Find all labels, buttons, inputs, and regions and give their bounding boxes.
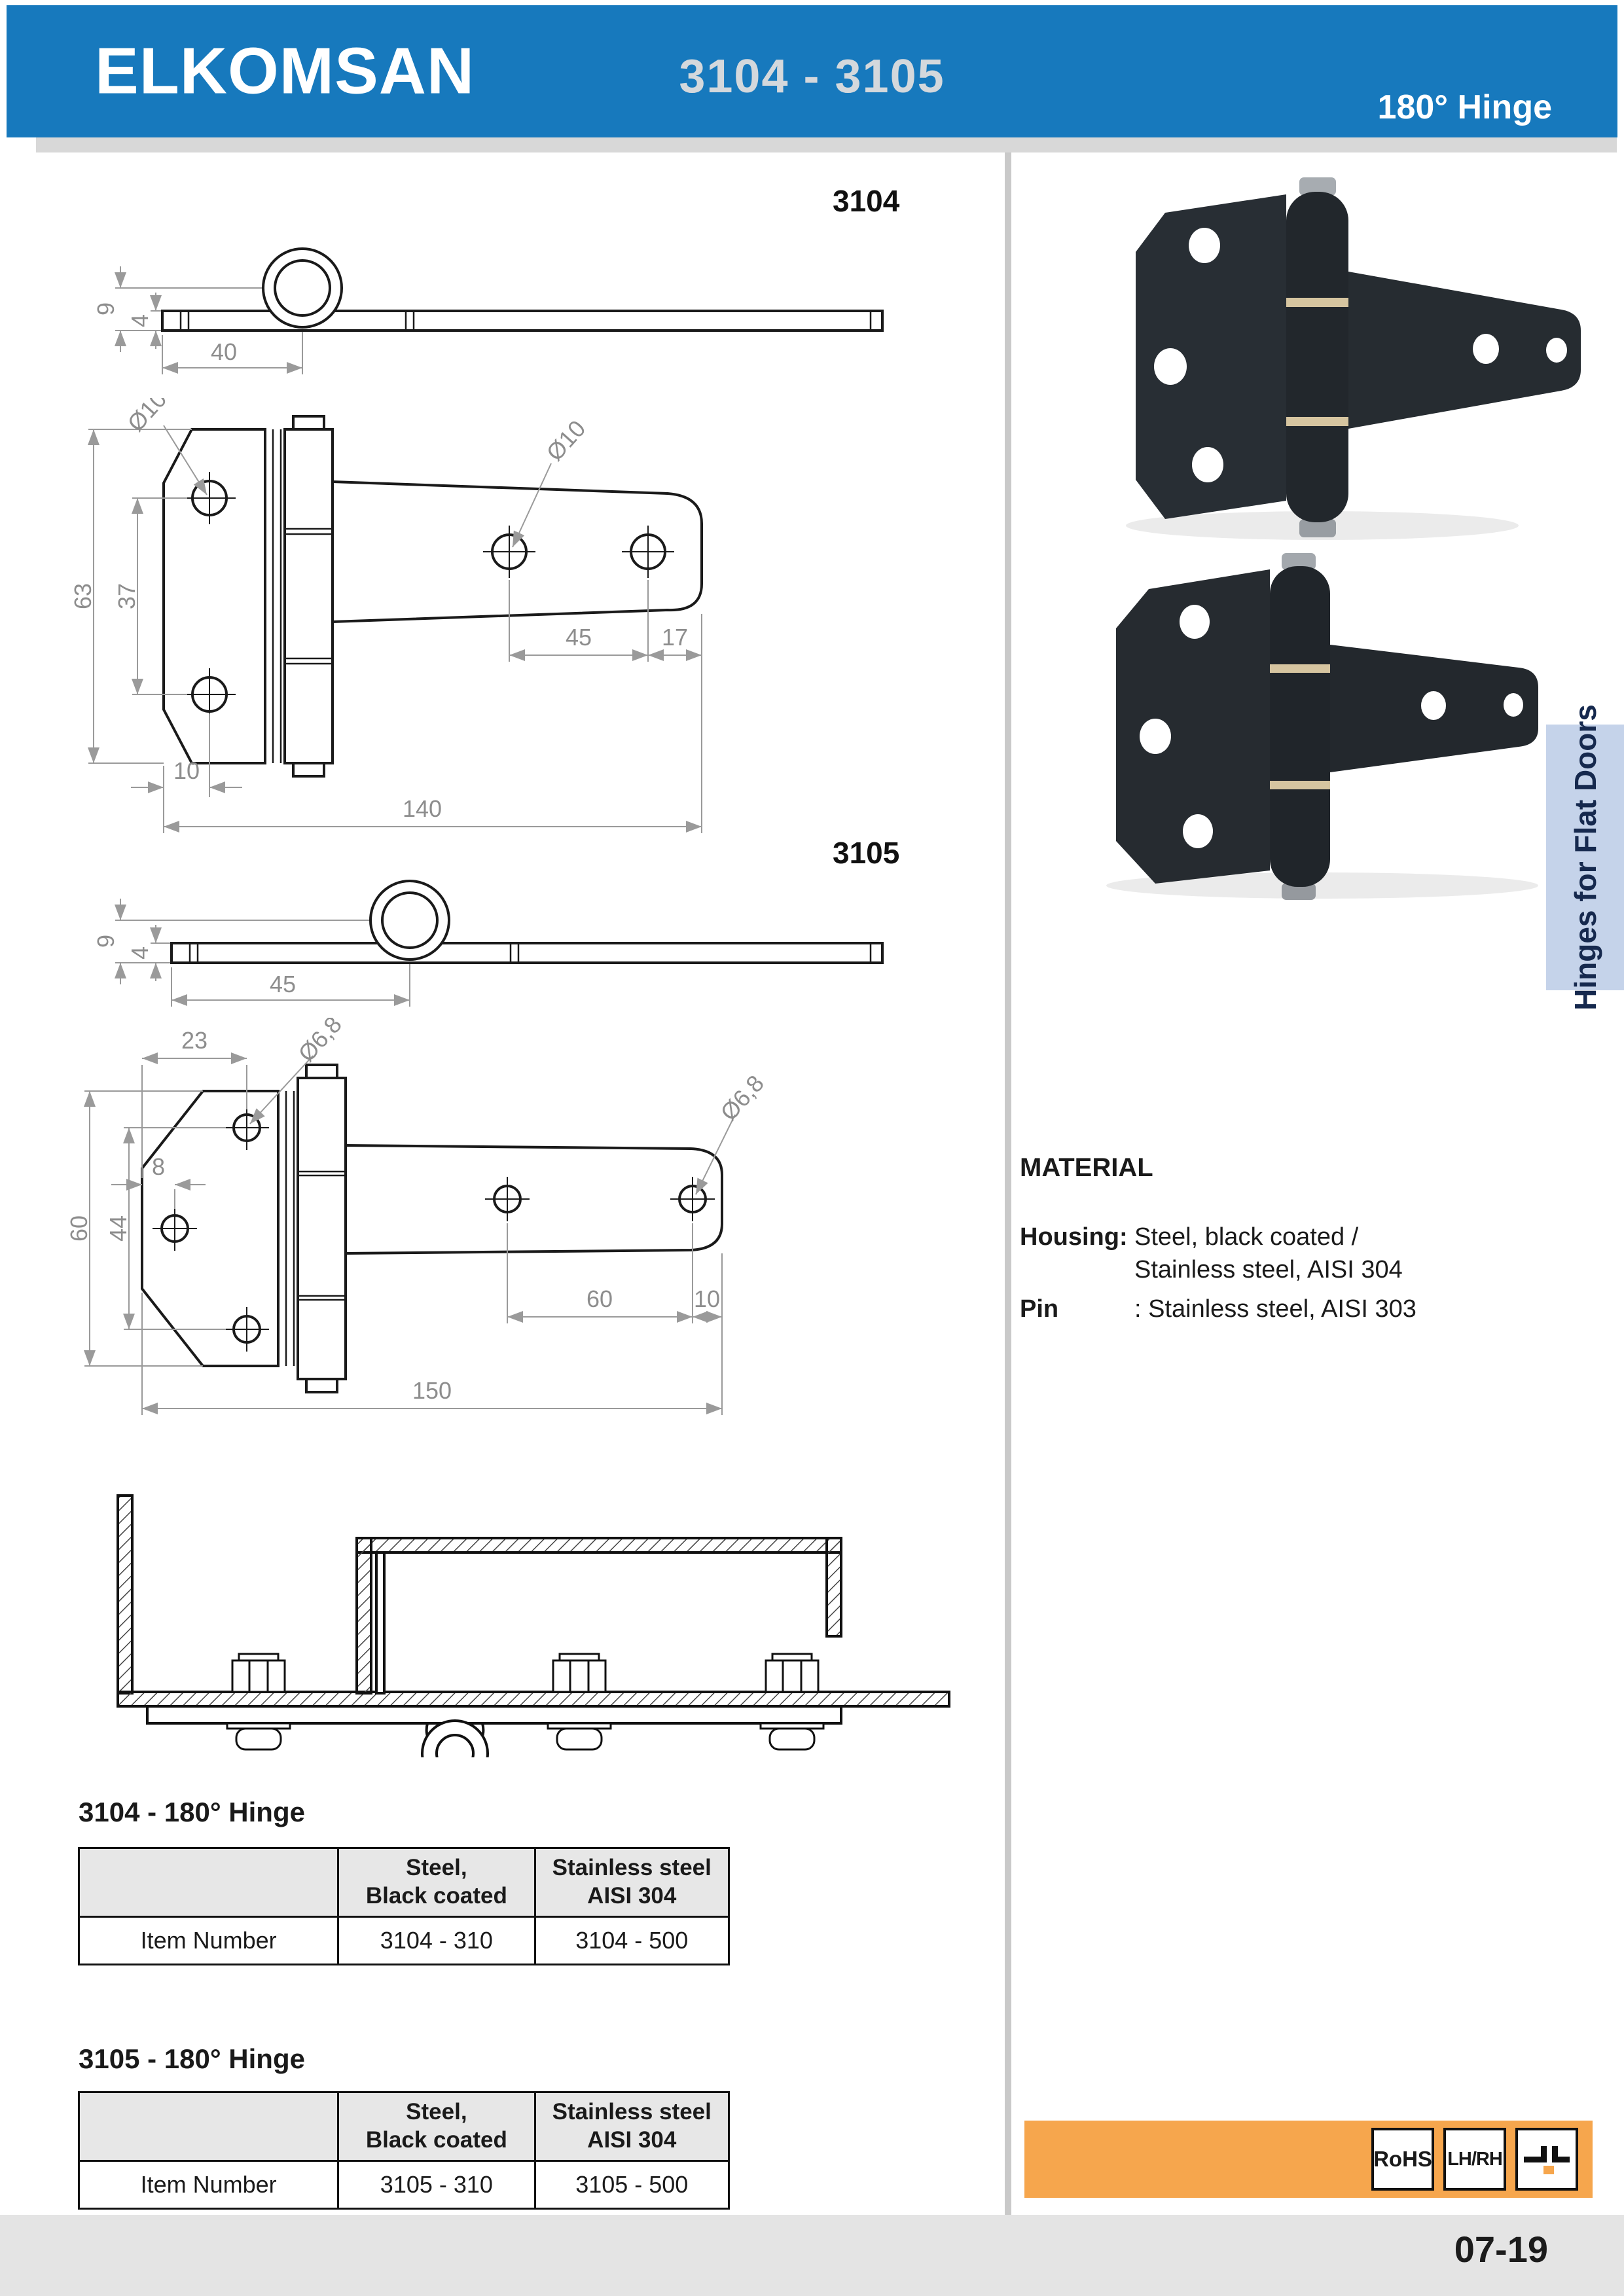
drawing-label-3105: 3105 <box>833 836 900 870</box>
dim-3105-strap-end: 10 <box>694 1285 720 1312</box>
drawing-3105-front-view: 23 Ø6,8 8 60 44 Ø6,8 60 10 150 <box>65 1018 769 1415</box>
table-row: Item Number 3105 - 310 3105 - 500 <box>77 2160 731 2210</box>
row-label-cell: Item Number <box>77 1916 340 1965</box>
dim-3105-total: 150 <box>412 1377 452 1404</box>
item-number-steel: 3104 - 310 <box>337 1916 536 1965</box>
header-cell-stainless: Stainless steel AISI 304 <box>533 1847 731 1918</box>
dim-3105-side-thickness: 4 <box>126 946 153 960</box>
rohs-badge: RoHS <box>1371 2128 1434 2191</box>
product-photo-3104 <box>1126 177 1581 540</box>
item-table-3104: Steel, Black coated Stainless steel AISI… <box>77 1847 731 1965</box>
material-section: MATERIAL Housing: Steel, black coated / … <box>1020 1153 1596 1325</box>
category-side-tab: Hinges for Flat Doors <box>1546 704 1624 1011</box>
table-title-3105: 3105 - 180° Hinge <box>79 2043 305 2074</box>
header-bar: ELKOMSAN 3104 - 3105 180° Hinge <box>7 5 1617 137</box>
material-title: MATERIAL <box>1020 1153 1153 1182</box>
dim-3104-strap-end: 17 <box>662 624 688 651</box>
header-cell-empty <box>77 1847 340 1918</box>
dim-3104-side-height: 9 <box>92 302 119 315</box>
column-divider <box>1005 152 1011 2215</box>
dim-3105-strap-span: 60 <box>586 1285 613 1312</box>
dim-3104-side-offset: 40 <box>211 338 237 365</box>
material-housing-label: Housing: <box>1020 1223 1128 1251</box>
dim-3104-strap-dia: Ø10 <box>541 415 590 466</box>
dim-3104-leaf-dia: Ø10 <box>122 398 171 437</box>
dim-3104-leaf-span: 37 <box>113 583 140 609</box>
dim-3105-side-height: 9 <box>92 935 119 948</box>
product-subtitle: 180° Hinge <box>1377 88 1552 126</box>
drawing-3105-side-view: 9 4 45 <box>92 880 884 1007</box>
table-header-row: Steel, Black coated Stainless steel AISI… <box>77 1847 731 1918</box>
footer-accent-bar: RoHS LH/RH <box>1024 2121 1593 2198</box>
material-pin-label: Pin <box>1020 1295 1059 1323</box>
header-cell-steel: Steel, Black coated <box>337 2091 536 2162</box>
drawing-3104-front-view: Ø10 Ø10 63 37 45 17 10 140 <box>69 398 703 833</box>
material-pin-value: : Stainless steel, AISI 303 <box>1134 1295 1416 1323</box>
brand-logo: ELKOMSAN <box>95 34 475 108</box>
header-cell-empty <box>77 2091 340 2162</box>
dim-3105-leaf-span: 44 <box>105 1215 132 1242</box>
page-number: 07-19 <box>1454 2229 1548 2270</box>
hinge-profile-badge-icon <box>1524 2146 1570 2174</box>
product-range-title: 3104 - 3105 <box>679 50 945 103</box>
drawing-3104-side-view: 9 4 40 <box>92 247 884 374</box>
dim-3104-leaf-offset: 10 <box>173 757 200 784</box>
dim-3104-strap-span: 45 <box>566 624 592 651</box>
category-side-tab-label: Hinges for Flat Doors <box>1568 704 1602 1011</box>
dim-3105-mid-offset: 8 <box>152 1153 165 1180</box>
dim-3105-strap-dia: Ø6,8 <box>715 1070 769 1126</box>
dim-3104-total: 140 <box>403 795 442 822</box>
header-shadow <box>36 137 1617 152</box>
header-cell-stainless: Stainless steel AISI 304 <box>533 2091 731 2162</box>
header-cell-steel: Steel, Black coated <box>337 1847 536 1918</box>
item-number-steel: 3105 - 310 <box>337 2160 536 2210</box>
product-photo-3105 <box>1106 553 1538 900</box>
table-header-row: Steel, Black coated Stainless steel AISI… <box>77 2091 731 2162</box>
material-housing-value: Steel, black coated / Stainless steel, A… <box>1134 1223 1403 1284</box>
dim-3104-leaf-height: 63 <box>69 583 96 609</box>
dim-3105-side-offset: 45 <box>270 971 296 997</box>
item-table-3105: Steel, Black coated Stainless steel AISI… <box>77 2091 731 2210</box>
footer-band <box>0 2215 1624 2296</box>
drawing-label-3104: 3104 <box>833 184 900 218</box>
drawing-mounting-cross-section <box>117 1494 950 1757</box>
dim-3105-leaf-height: 60 <box>65 1215 92 1242</box>
dim-3105-leaf-dia: Ø6,8 <box>293 1018 347 1067</box>
row-label-cell: Item Number <box>77 2160 340 2210</box>
table-title-3104: 3104 - 180° Hinge <box>79 1797 305 1827</box>
item-number-stainless: 3105 - 500 <box>533 2160 731 2210</box>
dim-3105-top-offset: 23 <box>181 1027 208 1054</box>
lhrh-badge: LH/RH <box>1443 2128 1506 2191</box>
item-number-stainless: 3104 - 500 <box>533 1916 731 1965</box>
dim-3104-side-thickness: 4 <box>126 314 153 327</box>
hinge-profile-badge <box>1515 2128 1578 2191</box>
table-row: Item Number 3104 - 310 3104 - 500 <box>77 1916 731 1965</box>
